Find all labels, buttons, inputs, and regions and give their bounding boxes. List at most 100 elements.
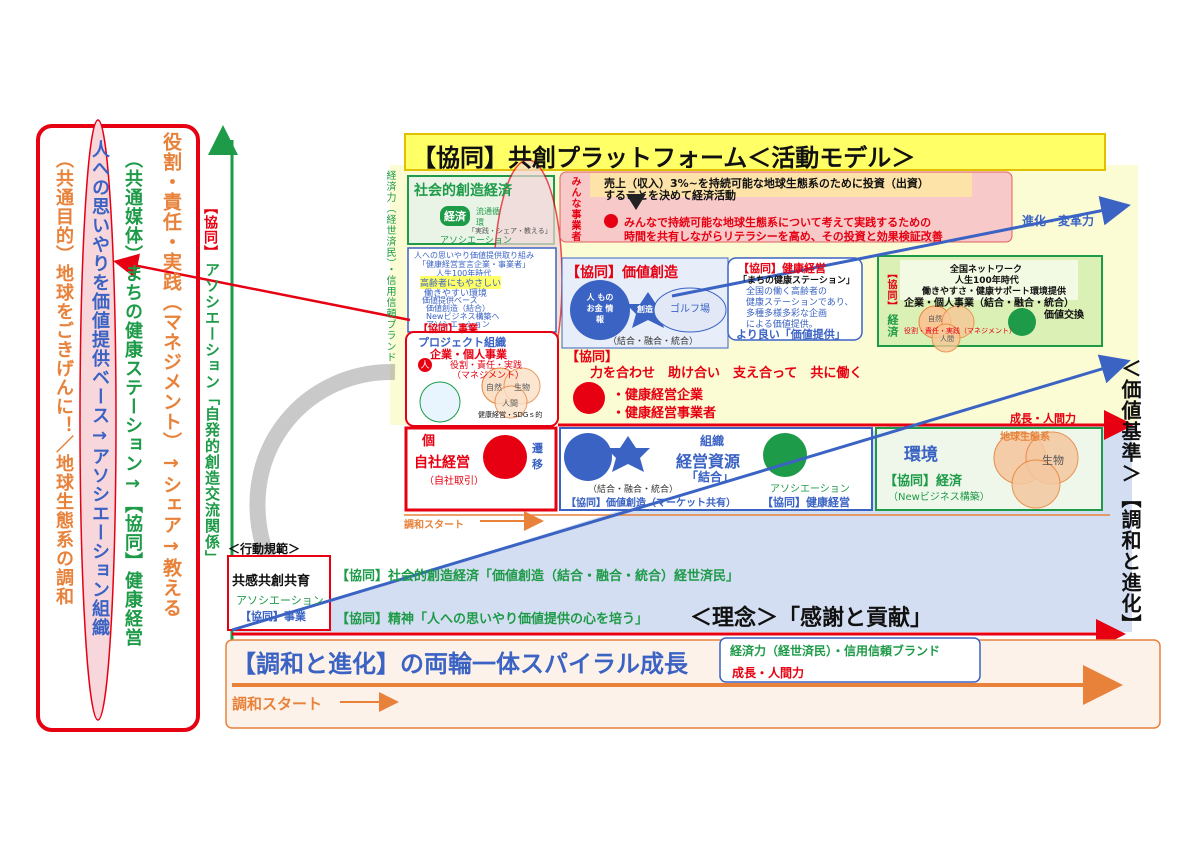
- kyodo-keizai: 【協同】経済: [884, 474, 963, 489]
- transition-label: 遷移: [532, 442, 543, 471]
- self-trade: （自社取引）: [424, 476, 484, 487]
- down-arrow-icon: [626, 194, 646, 210]
- norm-association: アソシエーション: [236, 594, 324, 607]
- norm-biz: 【協同】事業: [240, 610, 306, 623]
- project-line-8: Newビジネス構築へ: [426, 312, 500, 321]
- project-line-6: 価値提供ベース: [422, 296, 478, 305]
- value-creation-title: 【協同】価値創造: [566, 265, 678, 281]
- org-hito: 人: [418, 358, 432, 372]
- bottom-association: アソシエーション: [770, 484, 850, 495]
- growth-label: 成長・人間力: [1010, 412, 1076, 425]
- project-line-9: アソシエーション: [426, 320, 490, 329]
- social-economy-title: 社会的創造経済: [414, 183, 512, 199]
- project-tag: 【協同】事業: [418, 324, 478, 335]
- company-indiv: 企業・個人事業: [430, 348, 507, 361]
- circulation-label: 流通循環: [476, 207, 500, 227]
- ketsugo-label: 「結合」: [686, 470, 735, 484]
- everyone-line-1: みんなで持続可能な地球生態系について考えて実践するための: [624, 216, 932, 229]
- spirit-line: 【協同】精神「人への思いやり価値提供の心を培う」: [336, 612, 649, 627]
- footer-growth: 成長・人間力: [732, 666, 805, 680]
- harmony-start-small: 調和スタート: [404, 520, 464, 531]
- role-line: 役割・責任・実践: [450, 361, 523, 371]
- org-seibutsu: 生物: [514, 383, 530, 392]
- health-corp: ・健康経営企業: [612, 388, 704, 403]
- project-line-4: 高齢者にもやさしい: [420, 276, 502, 289]
- bottom-seibutsu: 生物: [1042, 454, 1064, 467]
- health-title: 【協同】健康経営: [738, 262, 826, 275]
- new-biz: （Newビジネス構築）: [888, 492, 990, 503]
- souzou-label: 創造: [637, 305, 653, 314]
- org-shizen: 自然: [486, 383, 502, 392]
- network-line-3: 働きやすさ・健康サポート環境提供: [922, 287, 1067, 297]
- social-economy-line: 【協同】社会的創造経済「価値創造（結合・融合・統合）経世済民」: [336, 569, 740, 584]
- resources-label: 経営資源: [676, 452, 741, 471]
- sdgs-label: 健康経営・SDGｓ的: [478, 411, 543, 419]
- kankyo-label: 環境: [904, 445, 938, 465]
- mgmt-small: 役割・責任・実践（マネジメント）: [904, 327, 1016, 335]
- golf-label: ゴルフ場: [670, 304, 710, 315]
- spiral-title: 【調和と進化】の両輪一体スパイラル成長: [232, 650, 688, 678]
- ko-label: 個: [422, 434, 436, 449]
- axis-label-association: アソシエーション「自発的創造交流関係」: [203, 262, 221, 566]
- market-line: 【協同】価値創造（マーケット共有）: [566, 498, 736, 509]
- mid-shizen: 自然: [928, 315, 942, 323]
- project-line-1: 人への思いやり価値提供取り組み: [414, 251, 534, 260]
- axis-label-kyodo: 【協同】: [202, 200, 218, 260]
- left-col-association: 人への思いやりを価値提供ベース→アソシエーション組織: [89, 140, 110, 637]
- musubi-label: （結合・融合・統合）: [608, 337, 699, 347]
- side-economy-label: 経済力（経世済民）・信用信頼ブランド: [384, 170, 395, 363]
- company-biz: 企業・個人事業（結合・融合・統合）: [904, 298, 1074, 309]
- sales-line-1: 売上（収入）3%~を持続可能な地球生態系のために投資（出資）: [604, 177, 929, 190]
- hito-circle-label: 人 もの お金 情報: [586, 293, 614, 324]
- value-exchange: 価値交換: [1044, 310, 1084, 321]
- person-icon: [604, 214, 618, 228]
- philosophy-line: ＜理念＞「感謝と貢献」: [690, 606, 933, 631]
- health-line-1: 全国の働く高齢者の: [746, 287, 828, 297]
- project-org: プロジェクト組織: [418, 336, 506, 349]
- self-mgmt: 自社経営: [414, 455, 470, 471]
- health-biz: ・健康経営事業者: [612, 406, 717, 421]
- network-line-2: 人生100年時代: [955, 276, 1019, 286]
- project-line-2: 「健康経営宣言企業・事業者」: [418, 260, 530, 269]
- share-teach-label: 「実践・シェア・教える」: [468, 227, 552, 235]
- eco-system-label: 地球生態系: [1000, 432, 1050, 443]
- keizai-vert: 経済: [886, 314, 899, 338]
- left-col-medium: （共通媒体）まちの健康ステーション→【協同】健康経営: [122, 150, 143, 647]
- soshiki-label: 組織: [700, 434, 725, 448]
- norm-main: 共感共創共育: [232, 574, 311, 589]
- left-col-common-purpose: （共通目的）地球をごきげんに！／地球生態系の調和: [53, 150, 74, 606]
- network-line-1: 全国ネットワーク: [950, 265, 1023, 275]
- project-line-3: 人生100年時代: [436, 269, 492, 278]
- everyone-line-2: 時間を共有しながらリテラシーを高め、その投資と効果検証改善: [624, 230, 943, 243]
- station-quote: 「まちの健康ステーション」: [738, 276, 855, 286]
- footer-harmony-start: 調和スタート: [232, 695, 323, 713]
- progress-label: 進化・変革力: [1022, 214, 1095, 228]
- health-line-2: 健康ステーションであり、: [746, 298, 854, 308]
- progress-arrow: [671, 195, 1131, 298]
- health-line-3: 多種多様多彩な企画: [746, 309, 828, 319]
- page-title: 【協同】共創プラットフォーム＜活動モデル＞: [412, 144, 916, 172]
- harmony-progress-label: 【調和と進化】: [1118, 488, 1142, 635]
- footer-economy: 経済力（経世済民）・信用信頼ブランド: [730, 644, 941, 658]
- left-col-role: 役割・責任・実践（マネジメント）→シェア→教える: [160, 132, 182, 618]
- org-jinkan: 人間: [502, 399, 518, 408]
- project-line-7: 価値創造（結合）: [426, 304, 490, 313]
- mid-jinkan: 人間: [940, 335, 954, 343]
- cooperate-title: 【協同】: [566, 350, 619, 365]
- bottom-musubi: （結合・融合・統合）: [588, 485, 679, 495]
- kyodo-vert: 【協同】: [885, 268, 896, 312]
- health-mgmt: 【協同】健康経営: [762, 496, 850, 509]
- everyone-label: みんな事業者: [569, 176, 580, 242]
- top-association-label: アソシエーション: [440, 236, 512, 246]
- left-red-arrow: [113, 253, 411, 322]
- better-value: より良い「価値提供」: [736, 328, 846, 341]
- health-line-4: による価値提供。: [746, 320, 818, 330]
- sales-line-2: することを決めて経済活動: [604, 189, 736, 202]
- value-standard-label: ＜価値基準＞: [1118, 358, 1142, 484]
- project-line-5: 働きやすい環境: [424, 289, 488, 299]
- norm-title: ＜行動規範＞: [228, 542, 301, 556]
- mgmt-line: （マネジメント）: [452, 371, 525, 381]
- cooperate-text: 力を合わせ 助け合い 支え合って 共に働く: [590, 366, 863, 381]
- left-panel-frame: [36, 124, 200, 732]
